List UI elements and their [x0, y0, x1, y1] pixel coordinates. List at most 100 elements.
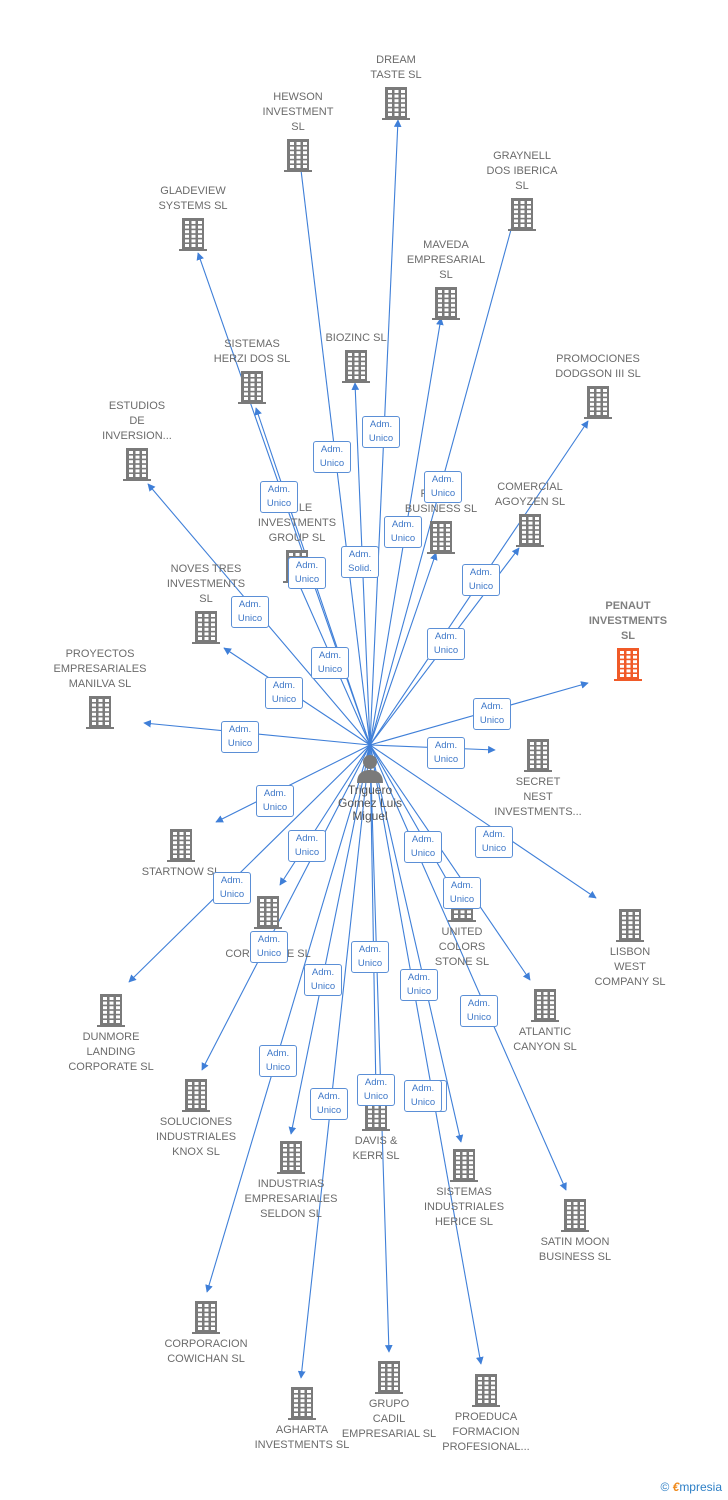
- company-name: PROYECTOS EMPRESARIALES MANILVA SL: [53, 648, 147, 690]
- role-badge-maveda[interactable]: Adm. Unico: [384, 516, 422, 548]
- role-badge-cowichan[interactable]: Adm. Unico: [310, 1088, 348, 1120]
- role-badge-sistemas_herzi[interactable]: Adm. Unico: [288, 557, 326, 589]
- building-icon: [561, 1199, 589, 1232]
- role-badge-gladeview[interactable]: Adm. Unico: [260, 481, 298, 513]
- company-name: COMERCIAL AGOYZEN SL: [494, 481, 566, 508]
- company-node-maveda[interactable]: MAVEDA EMPRESARIAL SL: [386, 238, 506, 320]
- role-badge-dream[interactable]: Adm. Unico: [362, 416, 400, 448]
- company-node-noves[interactable]: NOVES TRES INVESTMENTS SL: [146, 562, 266, 644]
- company-name: UNITED COLORS STONE SL: [434, 926, 490, 968]
- company-node-dream[interactable]: DREAM TASTE SL: [336, 53, 456, 120]
- company-name: INDUSTRIAS EMPRESARIALES SELDON SL: [244, 1178, 338, 1220]
- role-badge-proyectos_business[interactable]: Adm. Unico: [427, 628, 465, 660]
- role-badge-united[interactable]: Adm. Unico: [288, 830, 326, 862]
- company-name: MAVEDA EMPRESARIAL SL: [406, 239, 486, 281]
- edge-united: [369, 744, 452, 888]
- company-name: PROMOCIONES DODGSON III SL: [555, 353, 641, 380]
- building-icon: [238, 371, 266, 404]
- role-badge-biozinc[interactable]: Adm. Solid.: [341, 546, 379, 578]
- company-node-sistemas_herzi[interactable]: SISTEMAS HERZI DOS SL: [192, 337, 312, 404]
- role-badge-estudios[interactable]: Adm. Unico: [231, 596, 269, 628]
- role-badge-satin[interactable]: Adm. Unico: [259, 1045, 297, 1077]
- edge-agharta: [297, 744, 371, 1379]
- role-badge-herice[interactable]: Adm. Unico: [460, 995, 498, 1027]
- building-icon: [584, 386, 612, 419]
- company-node-dunmore[interactable]: DUNMORE LANDING CORPORATE SL: [51, 993, 171, 1075]
- company-node-cadil[interactable]: GRUPO CADIL EMPRESARIAL SL: [329, 1360, 449, 1442]
- company-node-startnow[interactable]: STARTNOW SL: [121, 828, 241, 880]
- building-icon: [524, 739, 552, 772]
- company-name: SISTEMAS INDUSTRIALES HERICE SL: [423, 1186, 505, 1228]
- edge-davis: [369, 744, 380, 1095]
- role-badge-seldon[interactable]: Adm. Unico: [400, 969, 438, 1001]
- company-node-proeduca[interactable]: PROEDUCA FORMACION PROFESIONAL...: [426, 1373, 546, 1455]
- building-icon: [97, 994, 125, 1027]
- role-badge-hewson[interactable]: Adm. Unico: [313, 441, 351, 473]
- company-name: LISBON WEST COMPANY SL: [594, 946, 666, 988]
- center-person-name: Triguero Gomez Luis Miguel: [337, 783, 403, 823]
- role-badge-knox[interactable]: Adm. Unico: [304, 964, 342, 996]
- edge-lisbon: [369, 744, 597, 899]
- building-icon: [531, 989, 559, 1022]
- company-node-secret[interactable]: SECRET NEST INVESTMENTS...: [478, 738, 598, 820]
- company-node-biozinc[interactable]: BIOZINC SL: [296, 331, 416, 383]
- building-icon: [450, 1149, 478, 1182]
- edge-proyectos_business: [369, 552, 438, 746]
- company-node-manila[interactable]: PROYECTOS EMPRESARIALES MANILVA SL: [40, 647, 160, 729]
- company-name: SECRET NEST INVESTMENTS...: [494, 776, 582, 818]
- edge-cowichan: [205, 744, 371, 1293]
- edge-seldon: [288, 744, 371, 1135]
- role-badge-atlantic[interactable]: Adm. Unico: [443, 877, 481, 909]
- edge-knox: [201, 744, 371, 1071]
- role-badge-penaut[interactable]: Adm. Unico: [427, 737, 465, 769]
- company-node-herice[interactable]: SISTEMAS INDUSTRIALES HERICE SL: [404, 1148, 524, 1230]
- company-node-cowichan[interactable]: CORPORACION COWICHAN SL: [146, 1300, 266, 1367]
- company-node-agharta[interactable]: AGHARTA INVESTMENTS SL: [242, 1386, 362, 1453]
- company-node-knox[interactable]: SOLUCIONES INDUSTRIALES KNOX SL: [136, 1078, 256, 1160]
- company-name: DUNMORE LANDING CORPORATE SL: [68, 1031, 154, 1073]
- footer-brand[interactable]: © €mpresia: [660, 1480, 722, 1494]
- company-node-promociones_dodgson[interactable]: PROMOCIONES DODGSON III SL: [538, 352, 658, 419]
- edge-startnow: [215, 744, 371, 823]
- role-badge-davis[interactable]: Adm. Unico: [351, 941, 389, 973]
- company-node-hewson[interactable]: HEWSON INVESTMENT SL: [238, 90, 358, 172]
- company-node-lisbon[interactable]: LISBON WEST COMPANY SL: [570, 908, 690, 990]
- role-badge-investments_group[interactable]: Adm. Unico: [311, 647, 349, 679]
- copyright-symbol: ©: [660, 1480, 670, 1494]
- company-node-atlantic[interactable]: ATLANTIC CANYON SL: [485, 988, 605, 1055]
- company-node-comercial[interactable]: COMERCIAL AGOYZEN SL: [470, 480, 590, 547]
- role-badge-noves[interactable]: Adm. Unico: [265, 677, 303, 709]
- building-icon: [375, 1361, 403, 1394]
- role-badge-comercial[interactable]: Adm. Unico: [473, 698, 511, 730]
- company-name: SOLUCIONES INDUSTRIALES KNOX SL: [155, 1116, 237, 1158]
- role-badge-v_corporate[interactable]: Adm. Unico: [213, 872, 251, 904]
- building-icon: [277, 1141, 305, 1174]
- company-node-penaut[interactable]: PENAUT INVESTMENTS SL: [568, 599, 688, 681]
- role-badge-manila[interactable]: Adm. Unico: [221, 721, 259, 753]
- company-node-estudios[interactable]: ESTUDIOS DE INVERSION...: [77, 399, 197, 481]
- company-node-seldon[interactable]: INDUSTRIAS EMPRESARIALES SELDON SL: [231, 1140, 351, 1222]
- role-badge-agharta[interactable]: Adm. Unico: [357, 1074, 395, 1106]
- building-icon: [616, 909, 644, 942]
- company-node-satin[interactable]: SATIN MOON BUSINESS SL: [515, 1198, 635, 1265]
- building-icon: [382, 87, 410, 120]
- role-badge-promociones_dodgson[interactable]: Adm. Unico: [462, 564, 500, 596]
- company-name: GLADEVIEW SYSTEMS SL: [158, 185, 228, 212]
- company-node-graynell[interactable]: GRAYNELL DOS IBERICA SL: [462, 149, 582, 231]
- role-badge-startnow[interactable]: Adm. Unico: [256, 785, 294, 817]
- building-icon: [472, 1374, 500, 1407]
- company-node-gladeview[interactable]: GLADEVIEW SYSTEMS SL: [133, 184, 253, 251]
- role-badge-lisbon[interactable]: Adm. Unico: [404, 831, 442, 863]
- company-name: DAVIS & KERR SL: [352, 1135, 400, 1162]
- edge-cadil: [369, 744, 393, 1353]
- role-badge-dunmore[interactable]: Adm. Unico: [250, 931, 288, 963]
- person-icon: [357, 755, 383, 783]
- building-icon: [614, 648, 642, 681]
- building-icon: [123, 448, 151, 481]
- center-person[interactable]: Triguero Gomez Luis Miguel: [315, 752, 425, 823]
- role-badge-proeduca[interactable]: Adm. Unico: [404, 1080, 442, 1112]
- role-badge-secret[interactable]: Adm. Unico: [475, 826, 513, 858]
- role-badge-graynell[interactable]: Adm. Unico: [424, 471, 462, 503]
- building-icon: [432, 287, 460, 320]
- company-name: PENAUT INVESTMENTS SL: [588, 600, 668, 642]
